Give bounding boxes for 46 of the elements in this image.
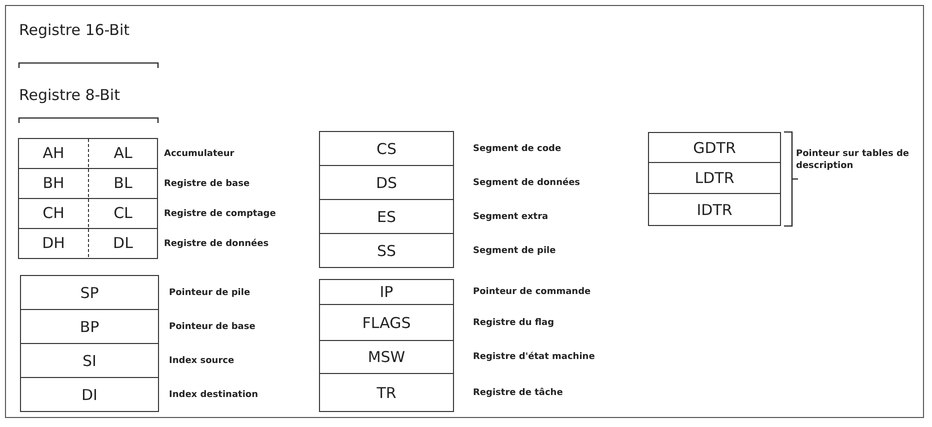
register-description: Segment extra [473, 212, 548, 222]
register-box: MSW [319, 340, 454, 374]
register-description: Registre de tâche [473, 388, 563, 398]
register-description: Accumulateur [164, 148, 234, 158]
register-description: Segment de données [473, 178, 580, 188]
register-box: LDTR [648, 162, 781, 194]
register-half: CL [88, 199, 157, 227]
register-description: Registre du flag [473, 318, 554, 328]
register-box: TR [319, 373, 454, 412]
register-box: IP [319, 279, 454, 305]
register-description: Registre de base [164, 178, 250, 188]
register-row [18, 228, 158, 259]
register-half: DH [19, 229, 88, 257]
register-half: DL [88, 229, 157, 257]
register-description: Pointeur de commande [473, 287, 591, 297]
register-box: GDTR [648, 132, 781, 163]
register-box: SI [20, 343, 159, 378]
register-description: Index destination [169, 390, 258, 400]
register-description: Registre de comptage [164, 208, 276, 218]
register-description: Pointeur de base [169, 322, 256, 332]
register-description: Registre de données [164, 238, 269, 248]
register-half: CH [19, 199, 88, 227]
bracket-label: Pointeur sur tables de description [796, 148, 910, 172]
register-row [18, 198, 158, 229]
section-heading: Registre 16-Bit [19, 21, 130, 39]
register-description: Index source [169, 356, 234, 366]
section-heading: Registre 8-Bit [19, 86, 120, 104]
register-description: Registre d'état machine [473, 352, 595, 362]
register-half: BH [19, 169, 88, 197]
register-description: Segment de pile [473, 246, 556, 256]
register-box: SS [319, 233, 454, 268]
register-box: BP [20, 309, 159, 344]
register-box: IDTR [648, 193, 781, 226]
register-box: ES [319, 199, 454, 234]
register-half: AL [88, 139, 157, 167]
register-row [18, 168, 158, 199]
register-box: DS [319, 165, 454, 200]
register-box: SP [20, 275, 159, 310]
register-half: BL [88, 169, 157, 197]
register-box: FLAGS [319, 304, 454, 341]
register-box: DI [20, 377, 159, 412]
register-half: AH [19, 139, 88, 167]
register-description: Segment de code [473, 144, 562, 154]
register-box: CS [319, 131, 454, 166]
register-row [18, 138, 158, 169]
register-description: Pointeur de pile [169, 288, 250, 298]
